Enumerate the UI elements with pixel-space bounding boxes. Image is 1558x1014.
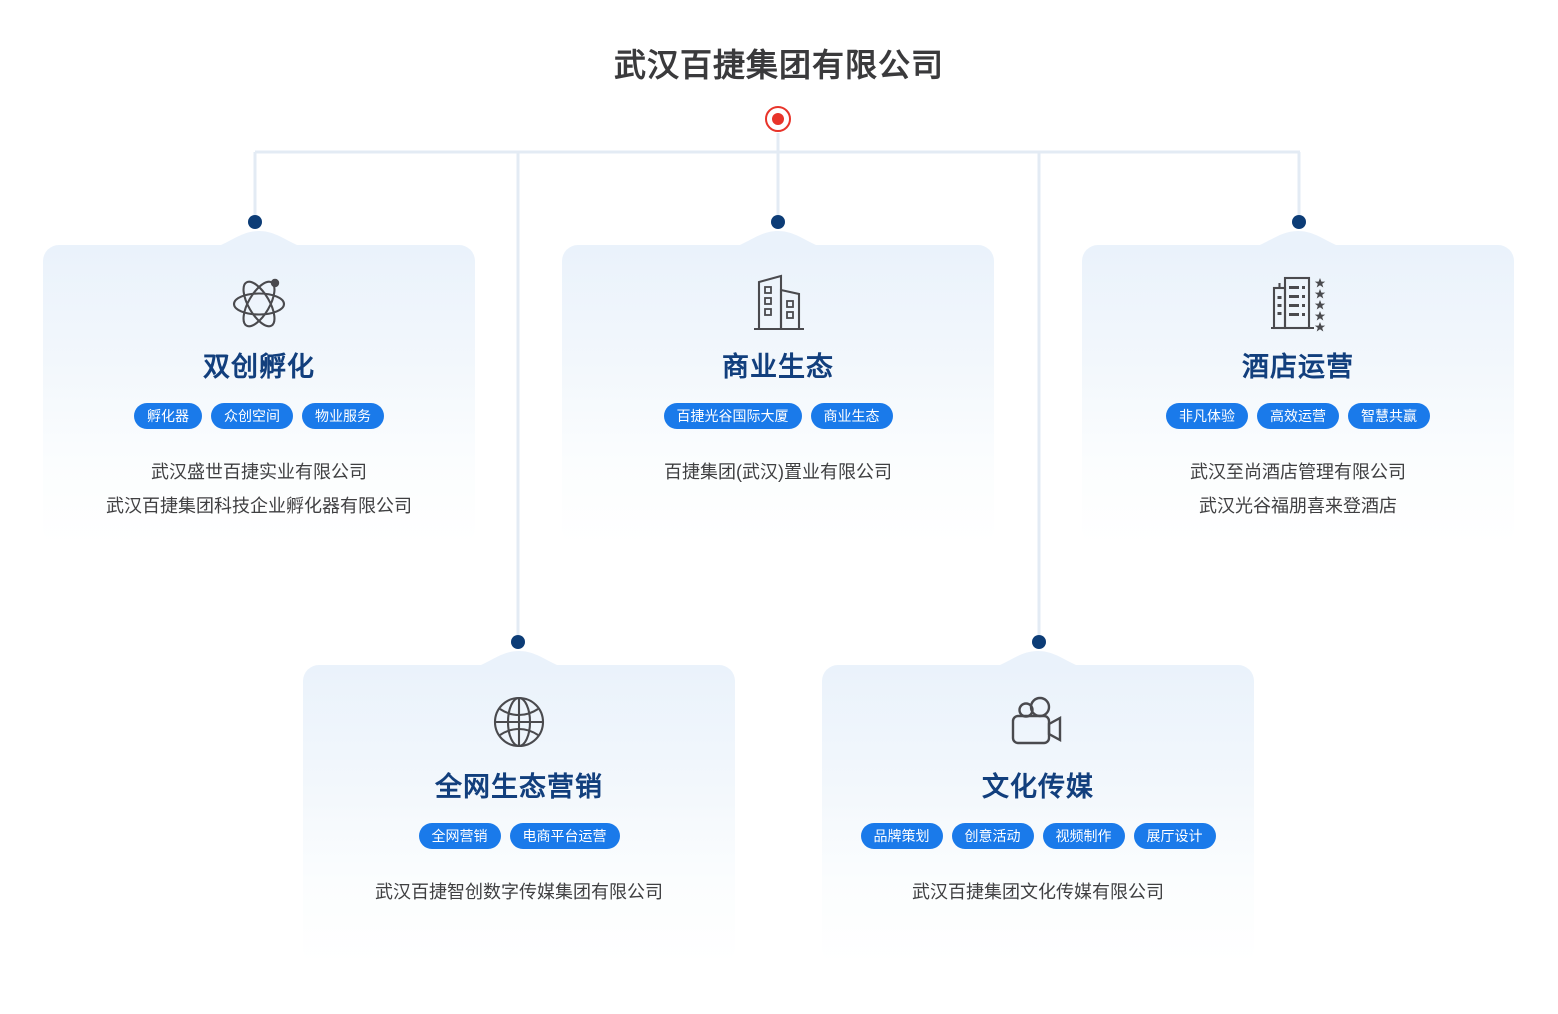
- card-title: 双创孵化: [203, 352, 315, 382]
- tag-chip[interactable]: 商业生态: [810, 403, 893, 429]
- company-name: 武汉光谷福朋喜来登酒店: [1199, 496, 1397, 516]
- branch-card-culture-media[interactable]: 文化传媒 品牌策划 创意活动 视频制作 展厅设计 武汉百捷集团文化传媒有限公司: [822, 651, 1254, 965]
- video-camera-icon: [822, 691, 1254, 753]
- company-name: 武汉盛世百捷实业有限公司: [151, 462, 367, 482]
- branch-node-dot: [248, 215, 262, 229]
- branch-card-business-ecology[interactable]: 商业生态 百捷光谷国际大厦 商业生态 百捷集团(武汉)置业有限公司: [562, 231, 994, 545]
- company-list: 武汉百捷集团文化传媒有限公司: [822, 875, 1254, 909]
- hotel-stars-icon: [1082, 271, 1514, 333]
- tag-chip[interactable]: 众创空间: [211, 403, 293, 429]
- tag-chip[interactable]: 孵化器: [134, 403, 202, 429]
- tag-chip[interactable]: 展厅设计: [1133, 823, 1216, 849]
- branch-card-innovation-incubation[interactable]: 双创孵化 孵化器 众创空间 物业服务 武汉盛世百捷实业有限公司 武汉百捷集团科技…: [43, 231, 475, 545]
- card-notch: [444, 651, 594, 673]
- tag-row: 孵化器 众创空间 物业服务: [43, 403, 475, 429]
- card-title: 全网生态营销: [435, 772, 603, 802]
- red-target-node-icon: [765, 106, 791, 132]
- branch-card-hotel-operations[interactable]: 酒店运营 非凡体验 高效运营 智慧共赢 武汉至尚酒店管理有限公司 武汉光谷福朋喜…: [1082, 231, 1514, 545]
- tag-chip[interactable]: 视频制作: [1042, 823, 1125, 849]
- card-title: 酒店运营: [1242, 352, 1354, 382]
- company-list: 武汉百捷智创数字传媒集团有限公司: [303, 875, 735, 909]
- company-name: 武汉至尚酒店管理有限公司: [1190, 462, 1406, 482]
- tag-chip[interactable]: 全网营销: [418, 823, 501, 849]
- company-name: 武汉百捷集团科技企业孵化器有限公司: [106, 496, 412, 516]
- root-title: 武汉百捷集团有限公司: [613, 47, 944, 83]
- company-name: 武汉百捷集团文化传媒有限公司: [912, 882, 1164, 902]
- card-notch: [1223, 231, 1373, 253]
- tag-row: 全网营销 电商平台运营: [303, 823, 735, 849]
- company-list: 武汉盛世百捷实业有限公司 武汉百捷集团科技企业孵化器有限公司: [43, 455, 475, 523]
- tag-row: 非凡体验 高效运营 智慧共赢: [1082, 403, 1514, 429]
- branch-node-dot: [511, 635, 525, 649]
- company-name: 武汉百捷智创数字传媒集团有限公司: [375, 882, 663, 902]
- card-title: 商业生态: [722, 352, 834, 382]
- tag-chip[interactable]: 智慧共赢: [1348, 403, 1430, 429]
- atom-icon: [43, 271, 475, 333]
- tag-chip[interactable]: 百捷光谷国际大厦: [663, 403, 802, 429]
- tag-chip[interactable]: 高效运营: [1257, 403, 1339, 429]
- branch-node-dot: [771, 215, 785, 229]
- company-list: 武汉至尚酒店管理有限公司 武汉光谷福朋喜来登酒店: [1082, 455, 1514, 523]
- tag-chip[interactable]: 物业服务: [302, 403, 384, 429]
- tag-chip[interactable]: 电商平台运营: [509, 823, 620, 849]
- branch-node-dot: [1292, 215, 1306, 229]
- tag-chip[interactable]: 非凡体验: [1166, 403, 1248, 429]
- card-notch: [703, 231, 853, 253]
- company-list: 百捷集团(武汉)置业有限公司: [562, 455, 994, 489]
- card-notch: [184, 231, 334, 253]
- card-notch: [963, 651, 1113, 673]
- company-name: 百捷集团(武汉)置业有限公司: [664, 462, 892, 482]
- card-title: 文化传媒: [982, 772, 1094, 802]
- office-buildings-icon: [562, 271, 994, 333]
- tag-chip[interactable]: 创意活动: [951, 823, 1034, 849]
- tag-chip[interactable]: 品牌策划: [860, 823, 943, 849]
- branch-card-full-network-marketing[interactable]: 全网生态营销 全网营销 电商平台运营 武汉百捷智创数字传媒集团有限公司: [303, 651, 735, 965]
- tag-row: 百捷光谷国际大厦 商业生态: [562, 403, 994, 429]
- branch-node-dot: [1032, 635, 1046, 649]
- tag-row: 品牌策划 创意活动 视频制作 展厅设计: [822, 823, 1254, 849]
- red-target-node-core: [772, 113, 784, 125]
- globe-icon: [303, 691, 735, 753]
